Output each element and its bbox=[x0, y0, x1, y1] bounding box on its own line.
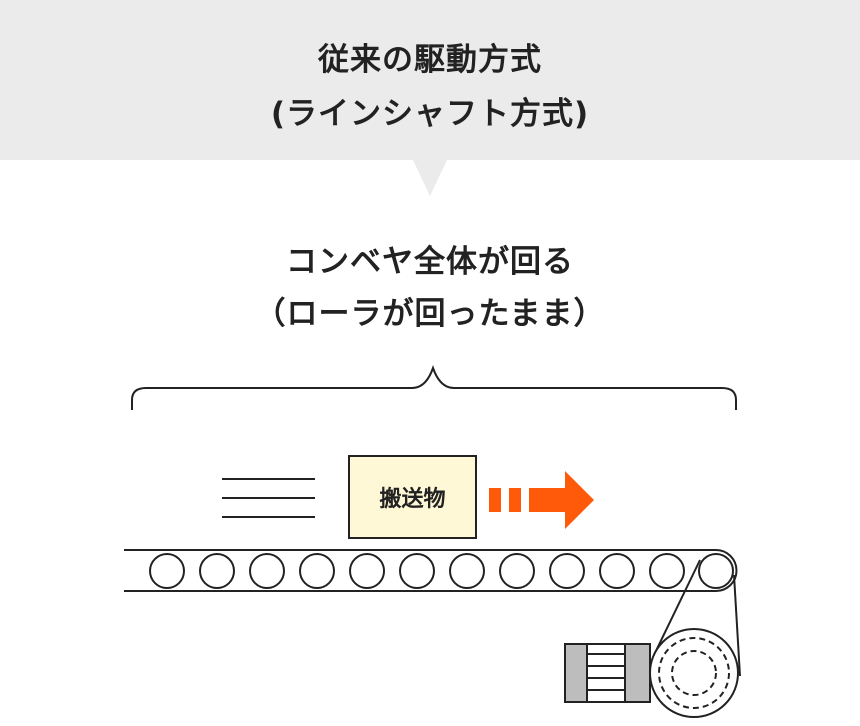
header-pointer bbox=[412, 158, 448, 196]
belt-end bbox=[715, 549, 738, 592]
roller bbox=[698, 553, 734, 589]
package-box bbox=[348, 455, 477, 539]
rollers bbox=[149, 553, 734, 589]
roller bbox=[149, 553, 185, 589]
roller bbox=[449, 553, 485, 589]
speed-lines-icon bbox=[222, 478, 315, 518]
title-line-1: 従来の駆動方式 bbox=[318, 42, 542, 78]
motor bbox=[564, 643, 651, 703]
roller bbox=[199, 553, 235, 589]
package-label: 搬送物 bbox=[379, 487, 446, 512]
drive-belt bbox=[653, 559, 741, 677]
dashed-arrow-right-icon bbox=[489, 471, 594, 529]
roller bbox=[249, 553, 285, 589]
roller bbox=[299, 553, 335, 589]
roller bbox=[549, 553, 585, 589]
title-line-2: (ラインシャフト方式) bbox=[270, 96, 590, 132]
subtitle-line-1: コンベヤ全体が回る bbox=[286, 244, 574, 280]
brace bbox=[131, 364, 737, 410]
roller bbox=[499, 553, 535, 589]
roller bbox=[399, 553, 435, 589]
pulley bbox=[649, 628, 739, 718]
subtitle-line-2: （ローラが回ったまま） bbox=[254, 296, 606, 332]
roller bbox=[649, 553, 685, 589]
header-banner bbox=[0, 0, 860, 160]
roller bbox=[349, 553, 385, 589]
roller bbox=[599, 553, 635, 589]
